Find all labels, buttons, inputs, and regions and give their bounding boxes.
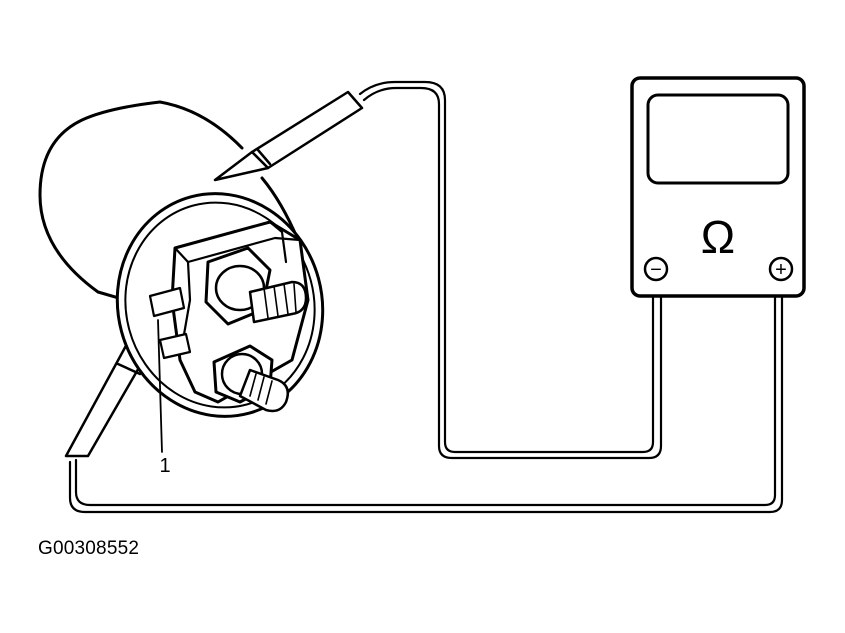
positive-terminal: + xyxy=(768,256,794,282)
terminal-callout-number: 1 xyxy=(159,455,170,477)
positive-test-lead xyxy=(68,294,784,514)
ohmmeter-icon: Ω − + xyxy=(630,76,806,298)
ohm-symbol: Ω xyxy=(701,211,735,263)
ohmmeter-display xyxy=(646,93,790,185)
terminal-callout-leader xyxy=(157,319,163,453)
lower-terminal-stud xyxy=(212,344,289,413)
negative-terminal-label: − xyxy=(650,259,662,281)
upper-test-probe xyxy=(213,90,364,182)
starter-solenoid-icon xyxy=(38,100,325,418)
upper-terminal-stud xyxy=(204,246,308,326)
negative-terminal: − xyxy=(643,256,669,282)
ohmmeter-body xyxy=(630,76,806,298)
solenoid-body xyxy=(38,100,162,312)
positive-terminal-label: + xyxy=(775,259,787,281)
negative-test-lead xyxy=(358,80,663,460)
figure-id: G00308552 xyxy=(38,538,140,559)
